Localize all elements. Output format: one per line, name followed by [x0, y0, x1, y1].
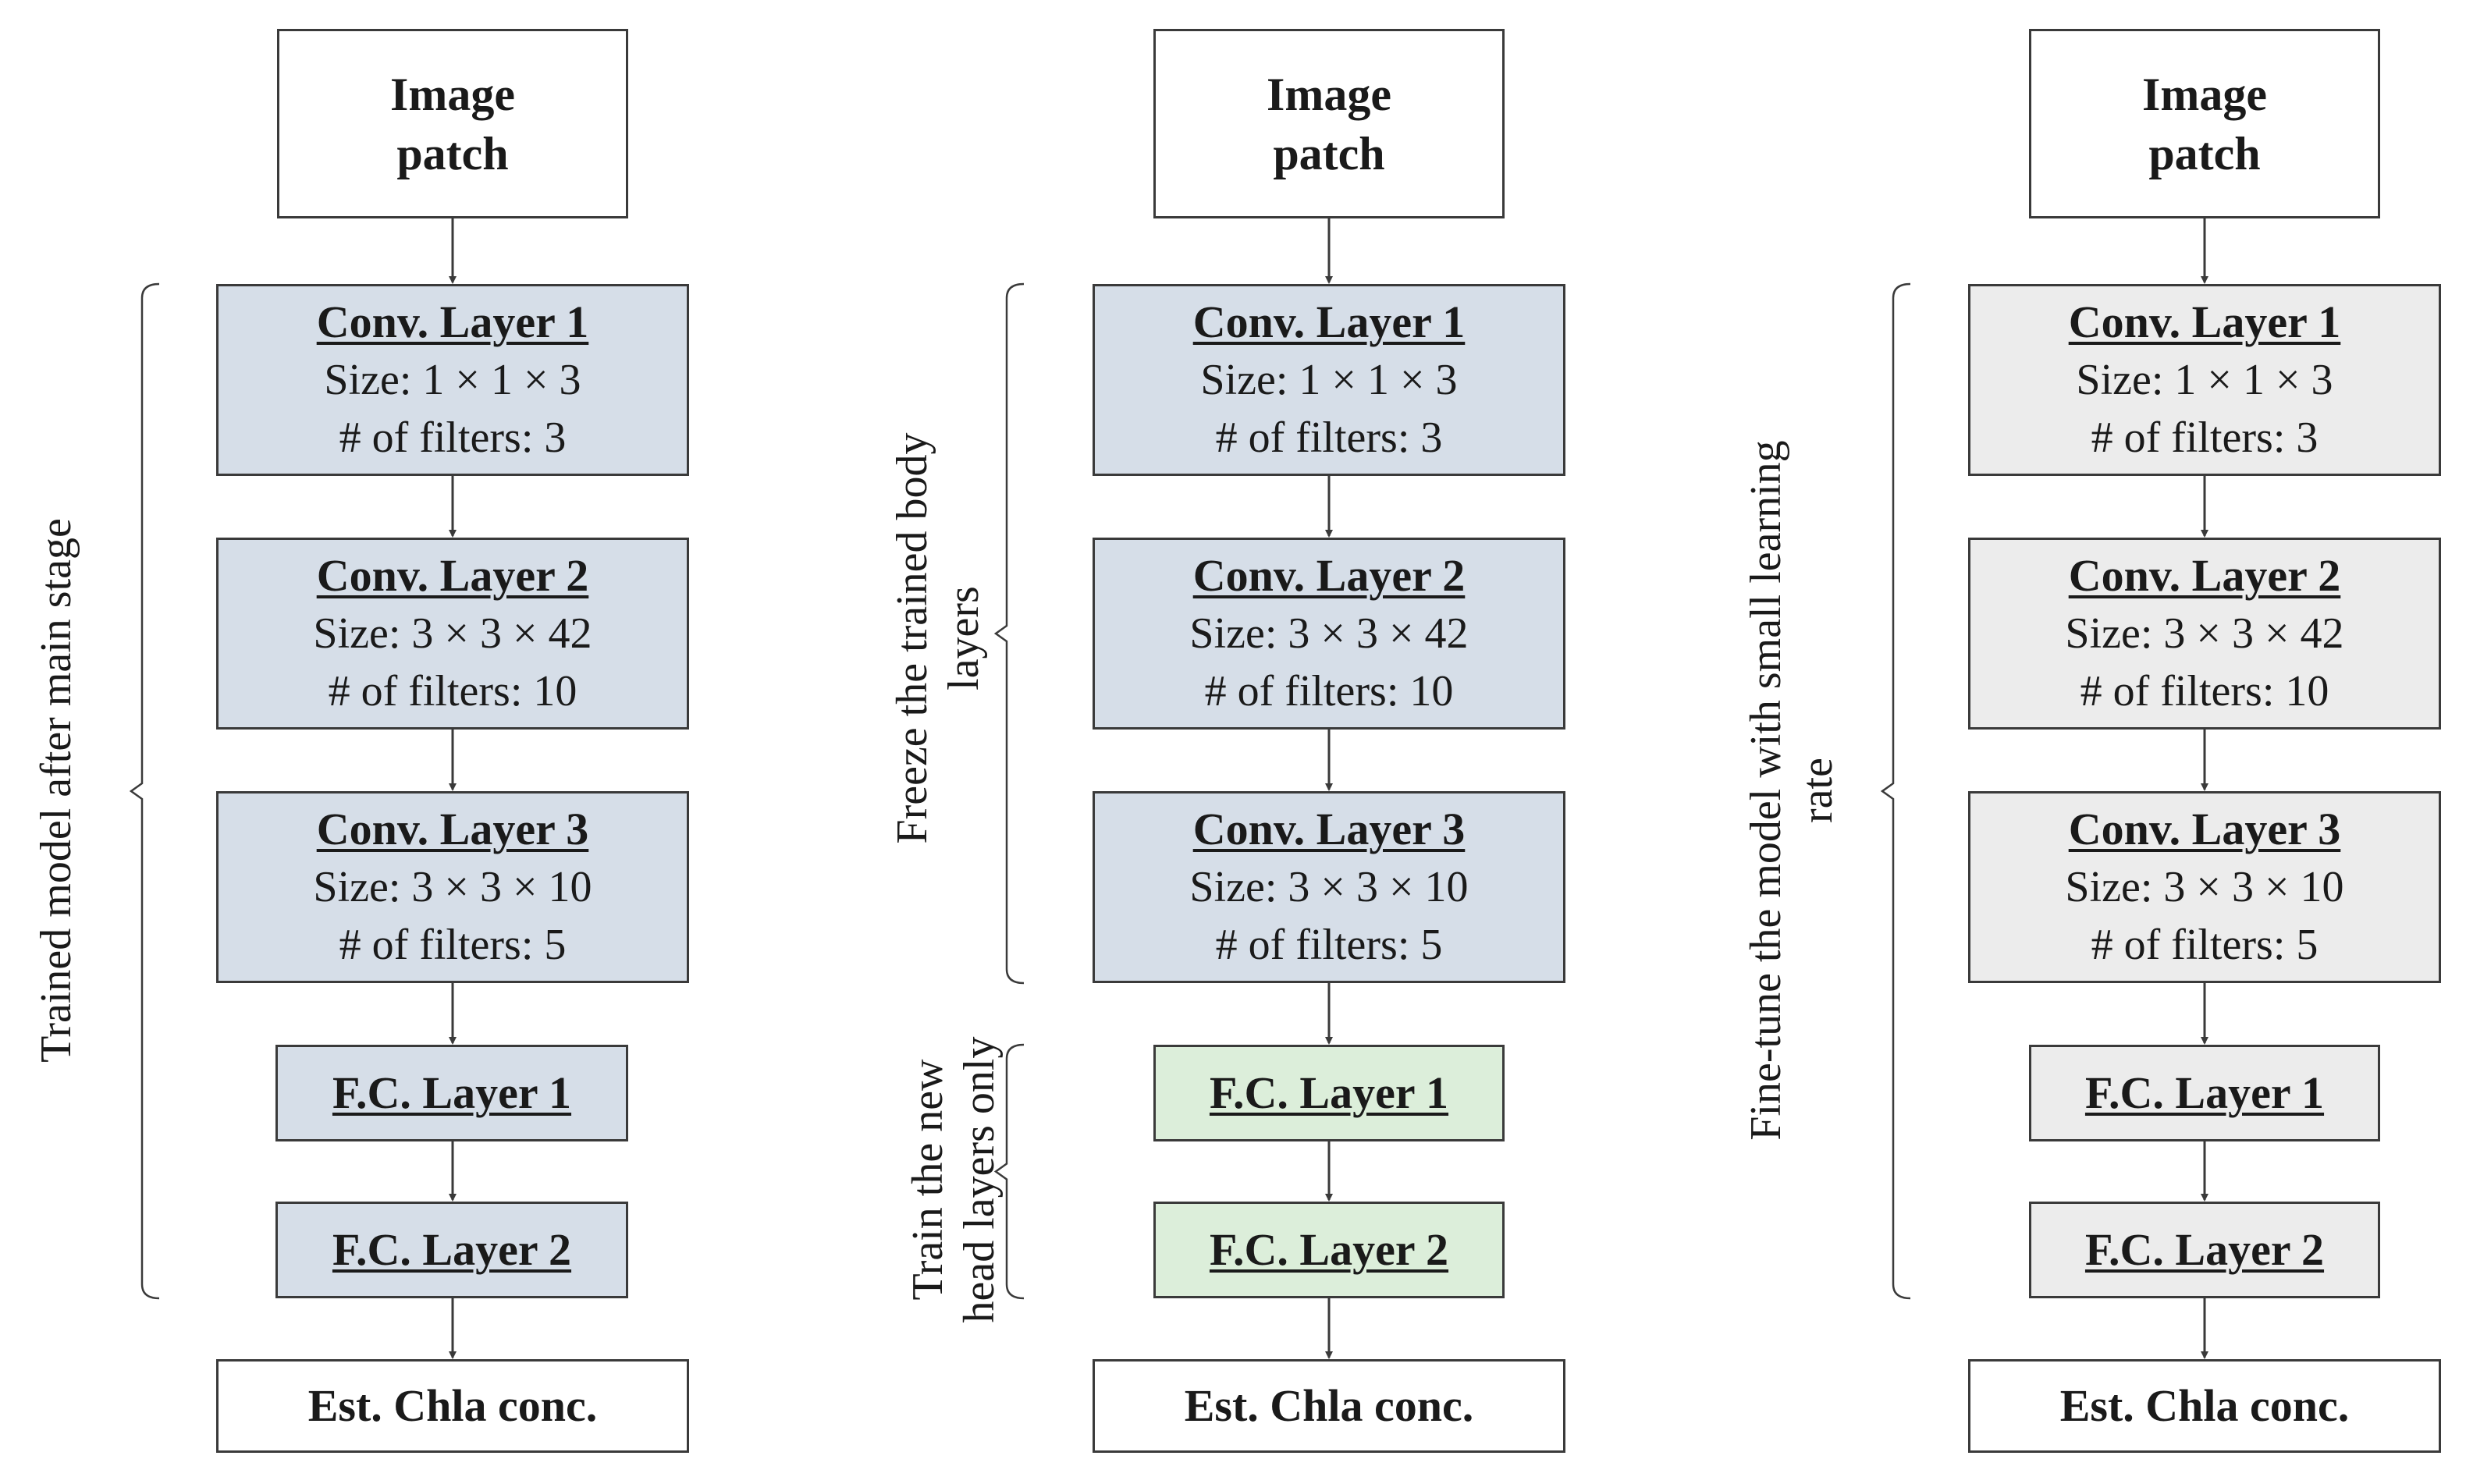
- col3-fc-layer-1: F.C. Layer 1: [2029, 1045, 2380, 1141]
- col2-head-bracket: [993, 1043, 1025, 1300]
- col3-bracket: [1880, 282, 1911, 1300]
- col3-conv3-title: Conv. Layer 3: [2068, 804, 2341, 854]
- col1-bracket: [129, 282, 160, 1300]
- col3-conv1-title: Conv. Layer 1: [2068, 296, 2341, 347]
- col3-fc2-title: F.C. Layer 2: [2084, 1224, 2325, 1275]
- col1-conv1-size: Size: 1 × 1 × 3: [324, 356, 581, 404]
- col1-input-label: Image patch: [390, 68, 515, 179]
- col1-fc-layer-1: F.C. Layer 1: [275, 1045, 628, 1141]
- col2-fc2-title: F.C. Layer 2: [1209, 1224, 1449, 1275]
- arrow-group: [449, 218, 2208, 1359]
- col2-conv2-filters: # of filters: 10: [1204, 667, 1454, 715]
- col1-conv3-filters: # of filters: 5: [339, 921, 567, 969]
- col2-conv3-size: Size: 3 × 3 × 10: [1189, 863, 1469, 911]
- col3-conv3-size: Size: 3 × 3 × 10: [2065, 863, 2344, 911]
- col1-conv2-size: Size: 3 × 3 × 42: [313, 609, 592, 658]
- col1-conv1-title: Conv. Layer 1: [316, 296, 589, 347]
- col1-conv2-filters: # of filters: 10: [328, 667, 577, 715]
- col1-fc1-title: F.C. Layer 1: [332, 1067, 572, 1118]
- col1-bracket-label: Trained model after main stage: [32, 518, 80, 1063]
- col3-fc-layer-2: F.C. Layer 2: [2029, 1202, 2380, 1298]
- col2-bracket-label-body: Freeze the trained body layers: [888, 432, 988, 844]
- col2-conv-layer-3: Conv. Layer 3 Size: 3 × 3 × 10 # of filt…: [1093, 791, 1565, 983]
- col2-fc1-title: F.C. Layer 1: [1209, 1067, 1449, 1118]
- col3-conv2-filters: # of filters: 10: [2080, 667, 2329, 715]
- col1-conv3-title: Conv. Layer 3: [316, 804, 589, 854]
- bracket-group: [129, 282, 1911, 1300]
- col1-input-box: Image patch: [277, 29, 628, 218]
- col3-input-label: Image patch: [2142, 68, 2267, 179]
- col3-conv1-filters: # of filters: 3: [2091, 414, 2319, 462]
- col2-conv3-filters: # of filters: 5: [1215, 921, 1443, 969]
- col3-output-label: Est. Chla conc.: [2059, 1380, 2350, 1431]
- col1-fc-layer-2: F.C. Layer 2: [275, 1202, 628, 1298]
- col2-fc-layer-2: F.C. Layer 2: [1153, 1202, 1505, 1298]
- col1-output-label: Est. Chla conc.: [307, 1380, 598, 1431]
- col2-conv-layer-2: Conv. Layer 2 Size: 3 × 3 × 42 # of filt…: [1093, 538, 1565, 730]
- col2-conv1-filters: # of filters: 3: [1215, 414, 1443, 462]
- col2-conv1-title: Conv. Layer 1: [1192, 296, 1466, 347]
- col1-conv1-filters: # of filters: 3: [339, 414, 567, 462]
- col3-conv-layer-2: Conv. Layer 2 Size: 3 × 3 × 42 # of filt…: [1968, 538, 2441, 730]
- col2-conv2-title: Conv. Layer 2: [1192, 550, 1466, 601]
- col1-conv-layer-3: Conv. Layer 3 Size: 3 × 3 × 10 # of filt…: [216, 791, 689, 983]
- col2-input-box: Image patch: [1153, 29, 1505, 218]
- col2-conv1-size: Size: 1 × 1 × 3: [1200, 356, 1458, 404]
- col2-fc-layer-1: F.C. Layer 1: [1153, 1045, 1505, 1141]
- col2-output-box: Est. Chla conc.: [1093, 1359, 1565, 1453]
- col2-conv2-size: Size: 3 × 3 × 42: [1189, 609, 1469, 658]
- col3-conv-layer-3: Conv. Layer 3 Size: 3 × 3 × 10 # of filt…: [1968, 791, 2441, 983]
- col3-input-box: Image patch: [2029, 29, 2380, 218]
- col3-conv2-title: Conv. Layer 2: [2068, 550, 2341, 601]
- col3-conv2-size: Size: 3 × 3 × 42: [2065, 609, 2344, 658]
- col2-output-label: Est. Chla conc.: [1184, 1380, 1474, 1431]
- col3-fc1-title: F.C. Layer 1: [2084, 1067, 2325, 1118]
- col2-conv3-title: Conv. Layer 3: [1192, 804, 1466, 854]
- col2-input-label: Image patch: [1267, 68, 1391, 179]
- col1-fc2-title: F.C. Layer 2: [332, 1224, 572, 1275]
- col1-conv-layer-1: Conv. Layer 1 Size: 1 × 1 × 3 # of filte…: [216, 284, 689, 476]
- col1-conv-layer-2: Conv. Layer 2 Size: 3 × 3 × 42 # of filt…: [216, 538, 689, 730]
- col2-body-bracket: [993, 282, 1025, 985]
- col3-conv3-filters: # of filters: 5: [2091, 921, 2319, 969]
- col3-bracket-label: Fine-tune the model with small learning …: [1742, 440, 1842, 1141]
- col1-conv2-title: Conv. Layer 2: [316, 550, 589, 601]
- col1-conv3-size: Size: 3 × 3 × 10: [313, 863, 592, 911]
- col3-conv-layer-1: Conv. Layer 1 Size: 1 × 1 × 3 # of filte…: [1968, 284, 2441, 476]
- col1-output-box: Est. Chla conc.: [216, 1359, 689, 1453]
- col2-conv-layer-1: Conv. Layer 1 Size: 1 × 1 × 3 # of filte…: [1093, 284, 1565, 476]
- col3-output-box: Est. Chla conc.: [1968, 1359, 2441, 1453]
- col3-conv1-size: Size: 1 × 1 × 3: [2076, 356, 2333, 404]
- col2-bracket-label-head: Train the new head layers only: [904, 1036, 1004, 1323]
